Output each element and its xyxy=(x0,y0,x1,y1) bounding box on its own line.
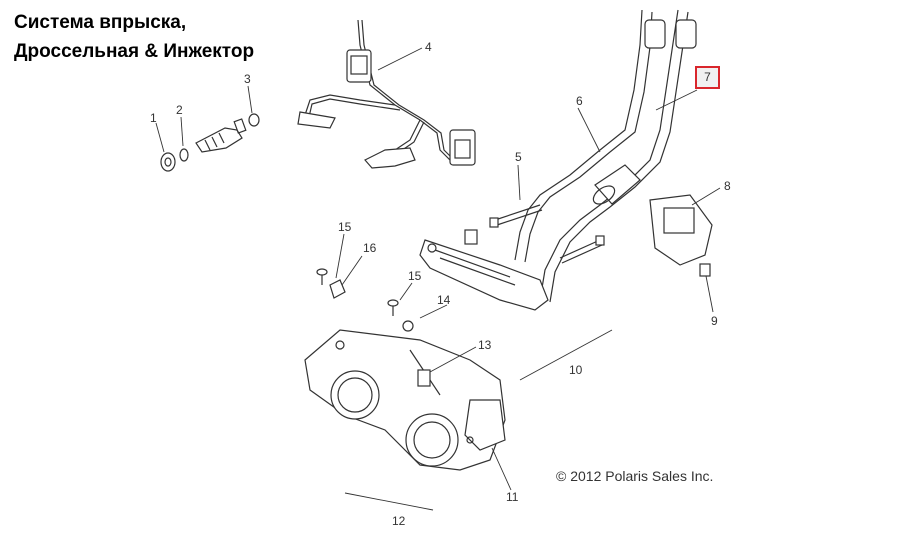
callout-5: 5 xyxy=(515,150,522,164)
copyright-text: © 2012 Polaris Sales Inc. xyxy=(556,468,714,484)
highlighted-callout-7[interactable]: 7 xyxy=(695,66,720,89)
callout-labels: 1 2 3 4 5 6 8 9 10 11 12 13 14 15 15 16 xyxy=(150,40,731,528)
callout-2: 2 xyxy=(176,103,183,117)
callout-15a: 15 xyxy=(338,220,352,234)
callout-9: 9 xyxy=(711,314,718,328)
callout-6: 6 xyxy=(576,94,583,108)
callout-4: 4 xyxy=(425,40,432,54)
callout-12: 12 xyxy=(392,514,406,528)
throttle-body xyxy=(304,329,506,471)
callout-8: 8 xyxy=(724,179,731,193)
fuel-line-assembly xyxy=(514,9,697,303)
callout-15b: 15 xyxy=(408,269,422,283)
callout-1: 1 xyxy=(150,111,157,125)
injector-part xyxy=(160,113,260,172)
callout-3: 3 xyxy=(244,72,251,86)
bolt-5 xyxy=(489,204,605,264)
fuel-rail xyxy=(419,229,549,311)
diagram-title: Система впрыска, Дроссельная & Инжектор xyxy=(14,8,254,66)
callout-14: 14 xyxy=(437,293,451,307)
leader-lines xyxy=(155,47,721,511)
callout-16: 16 xyxy=(363,241,377,255)
wiring-harness xyxy=(297,19,476,169)
callout-10: 10 xyxy=(569,363,583,377)
small-hardware xyxy=(316,268,414,332)
title-line-1: Система впрыска, xyxy=(14,12,187,33)
callout-13: 13 xyxy=(478,338,492,352)
title-line-2: Дроссельная & Инжектор xyxy=(14,41,255,62)
pressure-regulator xyxy=(649,194,713,277)
callout-11: 11 xyxy=(506,490,519,504)
